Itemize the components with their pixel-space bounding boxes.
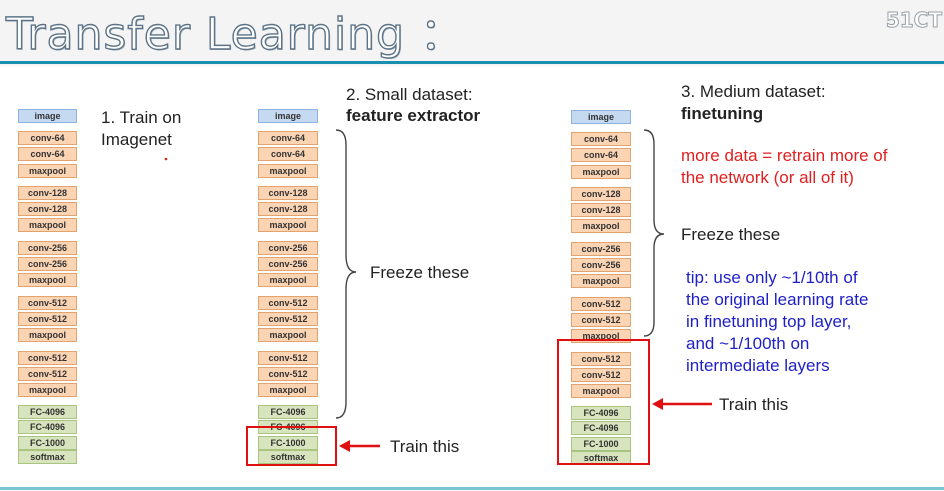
layer-fc-4096: FC-4096: [258, 405, 318, 419]
col2-train-label: Train this: [390, 437, 460, 456]
col2-freeze-label: Freeze these: [370, 263, 470, 282]
title-divider: [0, 61, 944, 64]
layer-fc-1000: FC-1000: [571, 437, 631, 451]
col3-note-line1: more data = retrain more of: [681, 146, 888, 165]
layer-conv-512: conv-512: [18, 351, 77, 365]
col1-heading-line2: Imagenet: [101, 130, 172, 149]
layer-maxpool: maxpool: [18, 383, 77, 397]
layer-conv-256: conv-256: [571, 258, 631, 272]
layer-conv-512: conv-512: [571, 313, 631, 327]
layer-conv-512: conv-512: [258, 296, 318, 310]
layer-maxpool: maxpool: [258, 328, 318, 342]
layer-maxpool: maxpool: [571, 219, 631, 233]
layer-fc-1000: FC-1000: [18, 436, 77, 450]
train-highlight-box-small: [246, 426, 337, 466]
layer-conv-128: conv-128: [258, 186, 318, 200]
layer-conv-512: conv-512: [571, 368, 631, 382]
layer-conv-64: conv-64: [258, 131, 318, 145]
layer-fc-4096: FC-4096: [571, 406, 631, 420]
col2-heading-line2: feature extractor: [346, 106, 481, 125]
col3-note-line2: the network (or all of it): [681, 168, 854, 187]
layer-conv-256: conv-256: [18, 241, 77, 255]
layer-maxpool: maxpool: [258, 164, 318, 178]
col3-tip-line1: tip: use only ~1/10th of: [686, 268, 858, 287]
layer-fc-4096: FC-4096: [571, 421, 631, 435]
layer-conv-64: conv-64: [258, 147, 318, 161]
layer-maxpool: maxpool: [571, 384, 631, 398]
col3-tip-line4: and ~1/100th on: [686, 334, 810, 353]
layer-conv-512: conv-512: [258, 367, 318, 381]
freeze-brace-small: [335, 129, 357, 419]
col3-train-label: Train this: [719, 395, 789, 414]
layer-conv-512: conv-512: [258, 351, 318, 365]
layer-conv-128: conv-128: [258, 202, 318, 216]
layer-conv-512: conv-512: [18, 367, 77, 381]
slide-title: Transfer Learning ：: [5, 8, 465, 60]
layer-conv-256: conv-256: [258, 257, 318, 271]
layer-conv-256: conv-256: [258, 241, 318, 255]
stray-dot: [164, 157, 168, 161]
layer-maxpool: maxpool: [18, 273, 77, 287]
train-highlight-box-medium: [557, 339, 650, 465]
col2-heading-line1: 2. Small dataset:: [346, 85, 473, 104]
layer-conv-128: conv-128: [18, 202, 77, 216]
layer-conv-512: conv-512: [18, 312, 77, 326]
layer-conv-128: conv-128: [571, 203, 631, 217]
layer-conv-128: conv-128: [18, 186, 77, 200]
layer-maxpool: maxpool: [258, 218, 318, 232]
layer-conv-256: conv-256: [571, 242, 631, 256]
layer-softmax: softmax: [258, 450, 318, 464]
layer-conv-64: conv-64: [571, 148, 631, 162]
layer-conv-512: conv-512: [571, 297, 631, 311]
col3-heading-line2: finetuning: [681, 104, 764, 123]
layer-maxpool: maxpool: [18, 328, 77, 342]
layer-conv-64: conv-64: [18, 147, 77, 161]
layer-conv-64: conv-64: [18, 131, 77, 145]
col3-tip-line2: the original learning rate: [686, 290, 869, 309]
slide-content-panel: [0, 66, 944, 491]
layer-maxpool: maxpool: [258, 383, 318, 397]
layer-conv-512: conv-512: [258, 312, 318, 326]
layer-maxpool: maxpool: [18, 164, 77, 178]
layer-maxpool: maxpool: [571, 165, 631, 179]
col1-heading-line1: 1. Train on: [101, 108, 182, 127]
layer-maxpool: maxpool: [258, 273, 318, 287]
layer-conv-512: conv-512: [18, 296, 77, 310]
layer-image: image: [18, 109, 77, 123]
layer-conv-64: conv-64: [571, 132, 631, 146]
layer-fc-4096: FC-4096: [18, 405, 77, 419]
layer-maxpool: maxpool: [571, 274, 631, 288]
layer-conv-128: conv-128: [571, 187, 631, 201]
col3-tip-line5: intermediate layers: [686, 356, 830, 375]
watermark-logo: 51CT: [885, 8, 942, 33]
layer-conv-512: conv-512: [571, 352, 631, 366]
layer-fc-1000: FC-1000: [258, 436, 318, 450]
freeze-brace-medium: [643, 129, 665, 337]
layer-softmax: softmax: [18, 450, 77, 464]
layer-maxpool: maxpool: [18, 218, 77, 232]
layer-conv-256: conv-256: [18, 257, 77, 271]
bottom-divider: [0, 487, 944, 490]
train-arrow-medium-head: [652, 398, 663, 410]
layer-image: image: [571, 110, 631, 124]
layer-image: image: [258, 109, 318, 123]
col3-tip-line3: in finetuning top layer,: [686, 312, 852, 331]
col3-freeze-label: Freeze these: [681, 225, 781, 244]
layer-fc-4096: FC-4096: [18, 420, 77, 434]
col3-heading-line1: 3. Medium dataset:: [681, 82, 826, 101]
train-arrow-small-head: [339, 440, 350, 452]
